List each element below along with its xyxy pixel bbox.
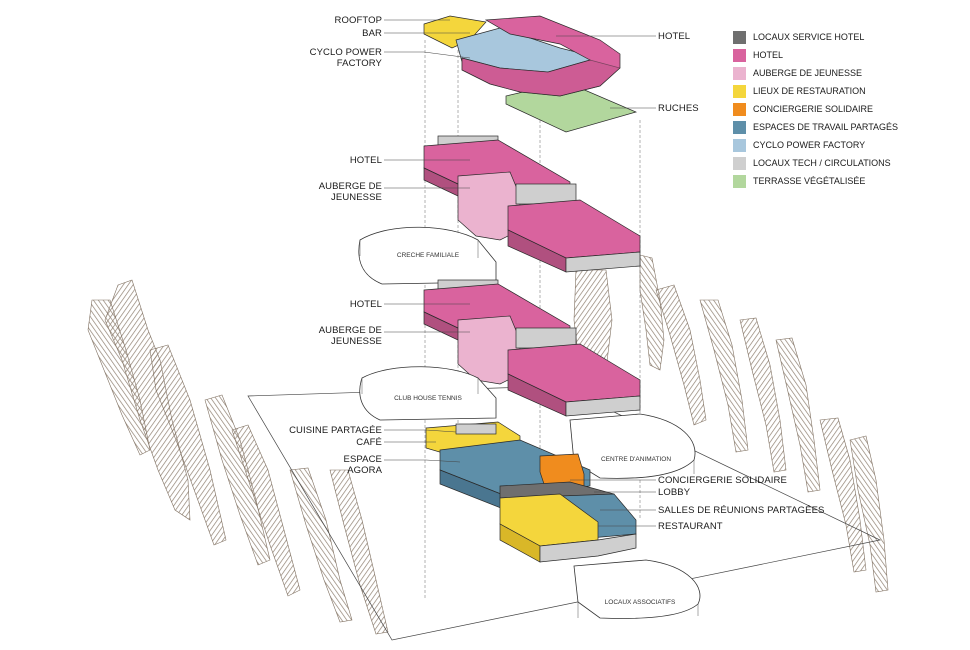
callout-auberge-l2-line1: AUBERGE DE: [319, 325, 382, 336]
legend-label: LOCAUX SERVICE HOTEL: [753, 32, 865, 42]
tree-row-right: [573, 254, 889, 593]
plan-locaux-associatifs: LOCAUX ASSOCIATIFS: [573, 559, 701, 619]
legend-swatch: [733, 102, 746, 116]
legend-swatch: [733, 66, 746, 80]
locaux-label: LOCAUX ASSOCIATIFS: [605, 599, 676, 606]
club-house-label: CLUB HOUSE TENNIS: [394, 395, 462, 402]
callout-labels: ROOFTOP BAR CYCLO POWER FACTORY HOTEL RU…: [289, 15, 824, 532]
callout-cyclo-line2: FACTORY: [337, 58, 383, 69]
legend-item: HOTEL: [733, 46, 933, 64]
legend-swatch: [733, 84, 746, 98]
callout-hotel-l3: HOTEL: [350, 155, 382, 166]
legend-label: LOCAUX TECH / CIRCULATIONS: [753, 158, 891, 168]
callout-agora-line2: AGORA: [347, 465, 382, 476]
legend-swatch: [733, 30, 746, 44]
level-rooftop: [423, 15, 638, 133]
plan-club-house: CLUB HOUSE TENNIS: [359, 366, 497, 421]
legend-label: CYCLO POWER FACTORY: [753, 140, 866, 150]
legend-label: ESPACES DE TRAVAIL PARTAGÉS: [753, 122, 899, 132]
legend-item: LOCAUX TECH / CIRCULATIONS: [733, 154, 933, 172]
legend-item: CONCIERGERIE SOLIDAIRE: [733, 100, 933, 118]
legend-item: LOCAUX SERVICE HOTEL: [733, 28, 933, 46]
legend-label: HOTEL: [753, 50, 784, 60]
legend-item: AUBERGE DE JEUNESSE: [733, 64, 933, 82]
callout-bar: BAR: [362, 28, 382, 39]
callout-cuisine: CUISINE PARTAGÉE: [289, 425, 382, 436]
plan-centre-animation: CENTRE D'ANIMATION: [569, 413, 696, 479]
level-hotel-upper: [423, 135, 641, 273]
legend-item: LIEUX DE RESTAURATION: [733, 82, 933, 100]
creche-label: CRECHE FAMILIALE: [397, 252, 460, 259]
legend-label: TERRASSE VÉGÉTALISÉE: [753, 176, 866, 186]
legend-swatch: [733, 174, 746, 188]
legend-item: ESPACES DE TRAVAIL PARTAGÉS: [733, 118, 933, 136]
plan-creche: CRECHE FAMILIALE: [358, 226, 497, 285]
callout-leaders: [384, 19, 656, 527]
callout-lobby: LOBBY: [658, 487, 691, 498]
callout-hotel-l2: HOTEL: [350, 299, 382, 310]
callout-agora-line1: ESPACE: [344, 454, 382, 465]
legend-swatch: [733, 138, 746, 152]
legend-item: CYCLO POWER FACTORY: [733, 136, 933, 154]
callout-conciergerie: CONCIERGERIE SOLIDAIRE: [658, 475, 787, 486]
legend-label: AUBERGE DE JEUNESSE: [753, 68, 863, 78]
callout-cafe: CAFÉ: [356, 437, 382, 448]
level-ground: [425, 421, 637, 563]
legend-label: LIEUX DE RESTAURATION: [753, 86, 866, 96]
callout-restaurant: RESTAURANT: [658, 521, 723, 532]
tree-row-left: [87, 279, 389, 635]
callout-ruches: RUCHES: [658, 103, 699, 114]
callout-auberge-l3-line2: JEUNESSE: [331, 192, 382, 203]
callout-rooftop: ROOFTOP: [335, 15, 383, 26]
legend-swatch: [733, 120, 746, 134]
callout-auberge-l2-line2: JEUNESSE: [331, 336, 382, 347]
legend-swatch: [733, 48, 746, 62]
level-hotel-lower: [423, 279, 641, 417]
legend-label: CONCIERGERIE SOLIDAIRE: [753, 104, 874, 114]
legend-item: TERRASSE VÉGÉTALISÉE: [733, 172, 933, 190]
legend-swatch: [733, 156, 746, 170]
centre-label: CENTRE D'ANIMATION: [601, 456, 671, 463]
legend: LOCAUX SERVICE HOTEL HOTEL AUBERGE DE JE…: [733, 28, 933, 190]
callout-hotel-top: HOTEL: [658, 31, 690, 42]
callout-cyclo-line1: CYCLO POWER: [310, 47, 382, 58]
callout-salles: SALLES DE RÉUNIONS PARTAGÉES: [658, 505, 824, 516]
callout-auberge-l3-line1: AUBERGE DE: [319, 181, 382, 192]
